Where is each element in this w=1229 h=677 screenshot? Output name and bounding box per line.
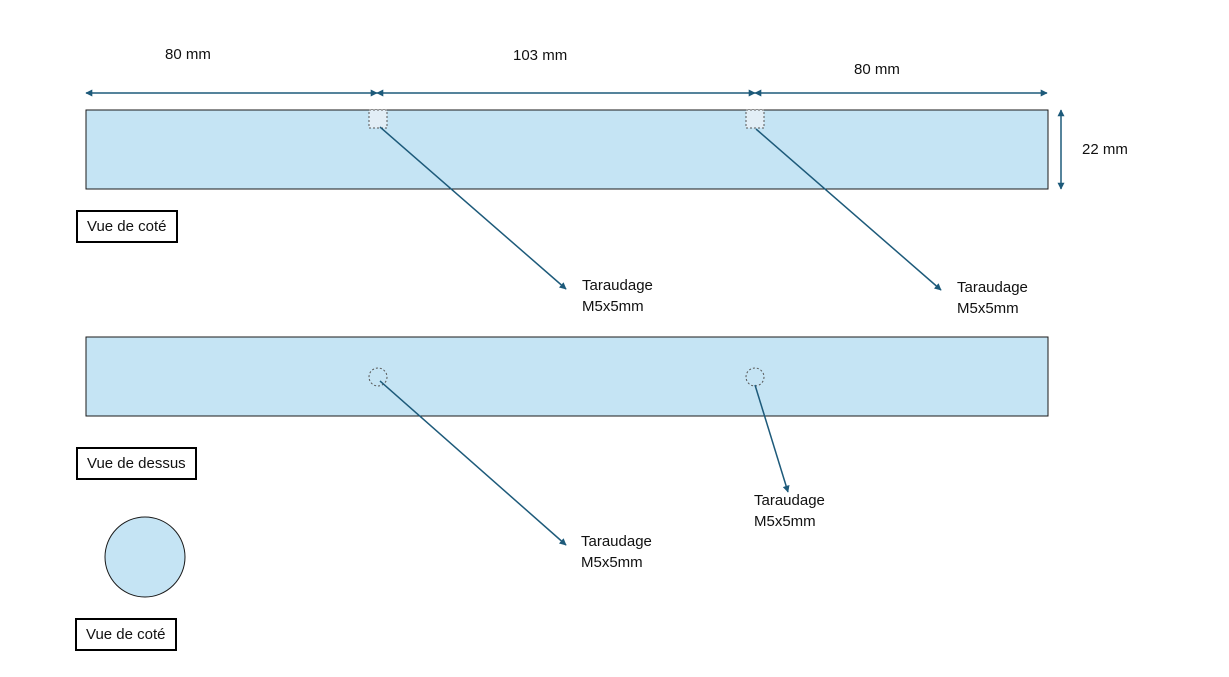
leader-arrow-side-1 bbox=[379, 126, 567, 290]
top-view-tap-hole-1 bbox=[368, 367, 388, 387]
tapping-annotation-title: Taraudage bbox=[582, 277, 653, 294]
leader-arrow-side-2 bbox=[755, 128, 942, 291]
top-view-tap-hole-2 bbox=[745, 367, 765, 387]
leader-arrow-top-2 bbox=[754, 384, 790, 493]
tapping-annotation-title: Taraudage bbox=[581, 533, 652, 550]
tapping-annotation-title: Taraudage bbox=[957, 279, 1028, 296]
side-view-tap-hole-2 bbox=[745, 109, 765, 129]
dimension-label-right: 80 mm bbox=[854, 61, 900, 78]
end-view-circle bbox=[104, 516, 186, 598]
tapping-annotation-spec: M5x5mm bbox=[957, 300, 1019, 317]
dimension-label-height: 22 mm bbox=[1082, 141, 1128, 158]
tapping-annotation-3: Taraudage M5x5mm bbox=[581, 531, 652, 573]
tapping-annotation-spec: M5x5mm bbox=[582, 298, 644, 315]
side-view-bar bbox=[85, 109, 1049, 190]
top-view-label: Vue de dessus bbox=[76, 447, 197, 480]
side-view-tap-hole-1 bbox=[368, 109, 388, 129]
tapping-annotation-title: Taraudage bbox=[754, 492, 825, 509]
tapping-annotation-2: Taraudage M5x5mm bbox=[957, 277, 1028, 319]
tapping-annotation-spec: M5x5mm bbox=[581, 554, 643, 571]
tapping-annotation-spec: M5x5mm bbox=[754, 513, 816, 530]
tapping-annotation-1: Taraudage M5x5mm bbox=[582, 275, 653, 317]
tapping-annotation-4: Taraudage M5x5mm bbox=[754, 490, 825, 532]
dimension-label-middle: 103 mm bbox=[513, 47, 568, 64]
dimension-label-left: 80 mm bbox=[165, 46, 211, 63]
top-view-bar bbox=[85, 336, 1049, 417]
leader-arrow-top-1 bbox=[379, 380, 567, 546]
end-view-label: Vue de coté bbox=[75, 618, 177, 651]
side-view-label: Vue de coté bbox=[76, 210, 178, 243]
